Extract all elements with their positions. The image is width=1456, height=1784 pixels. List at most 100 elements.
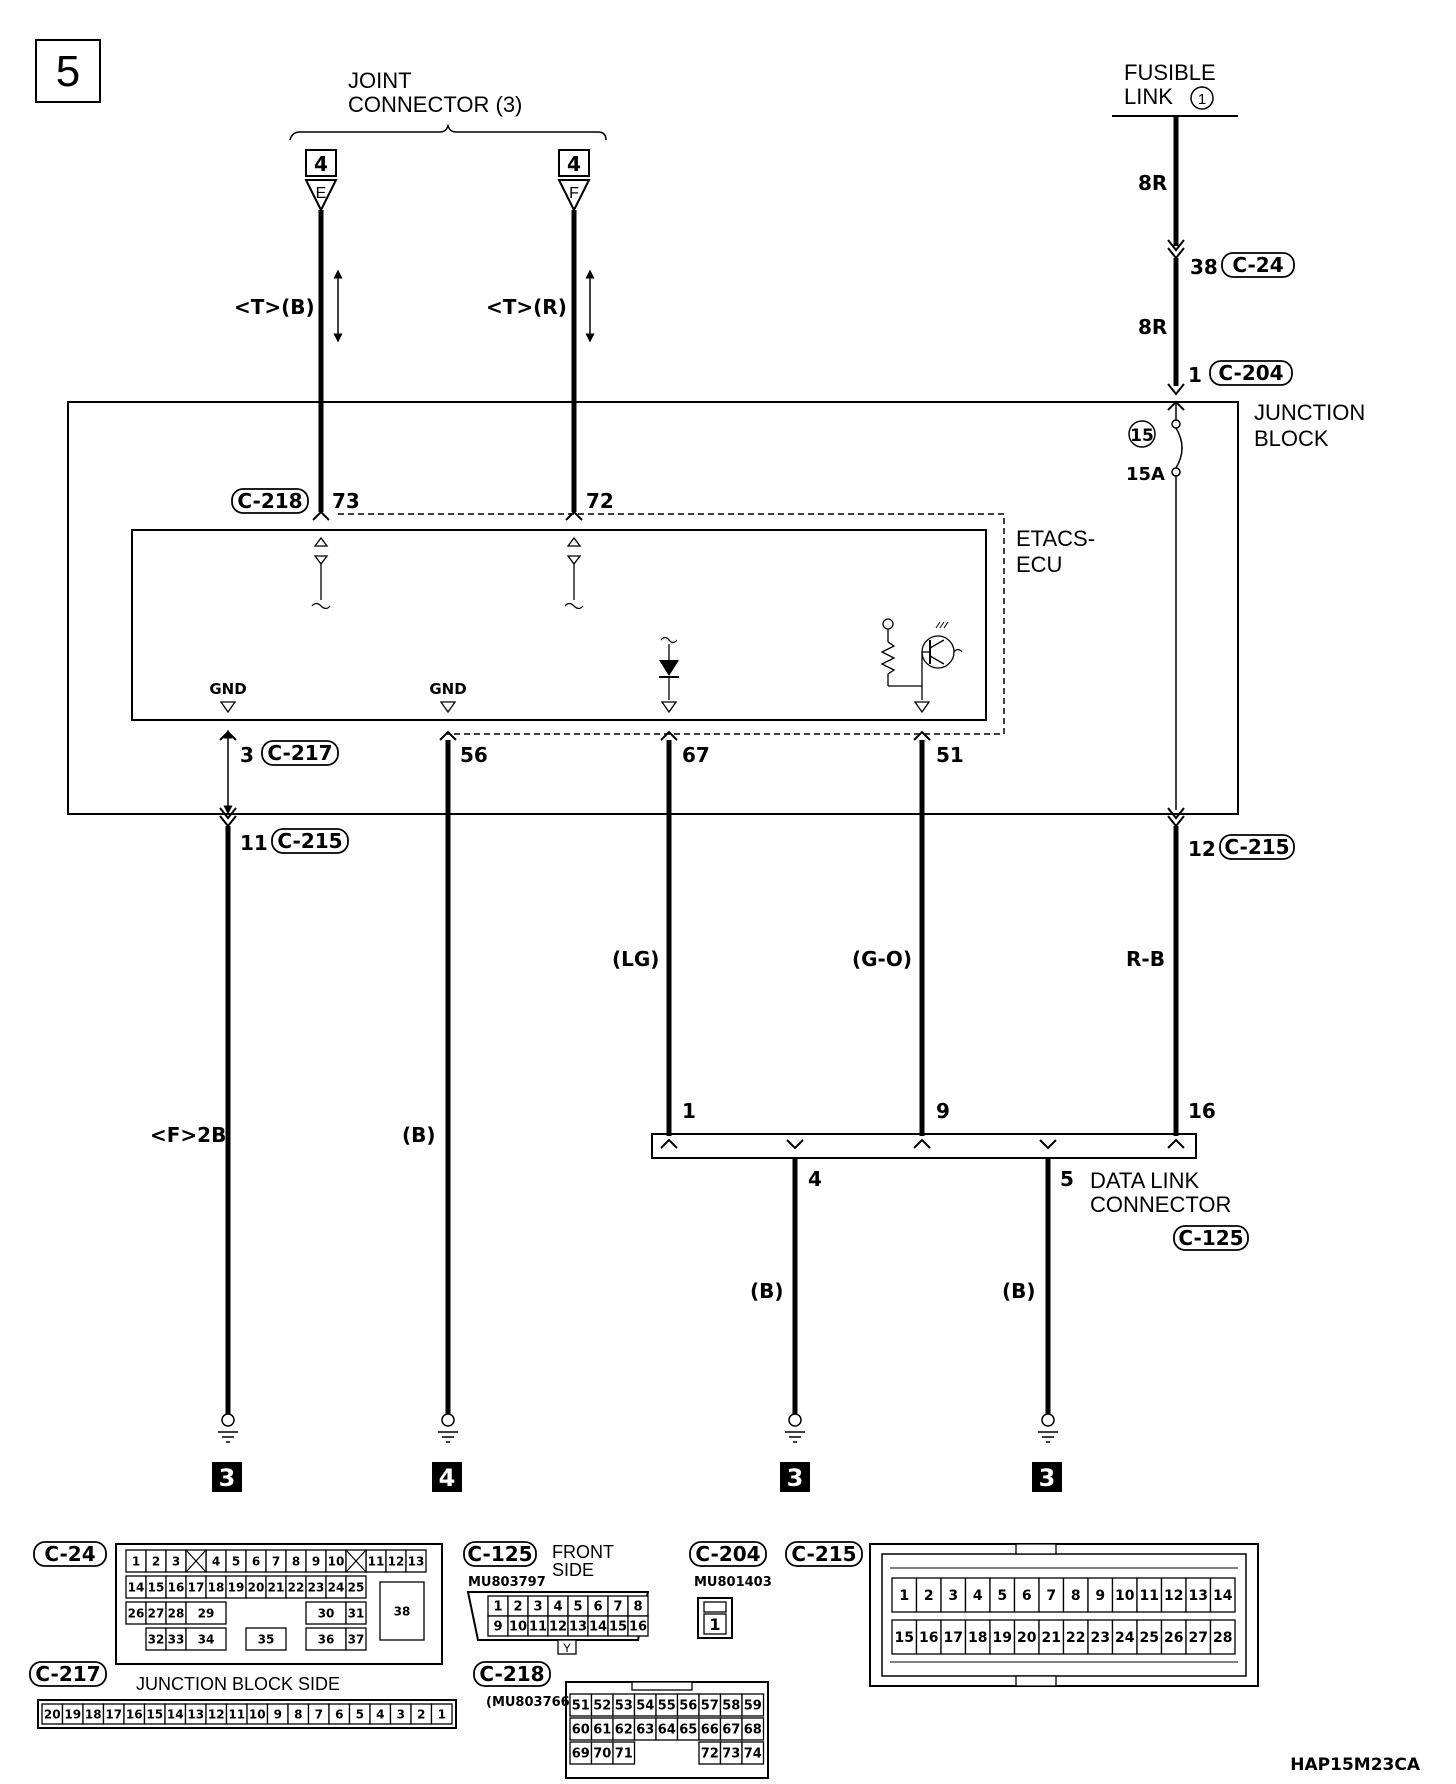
pin-number: 11 xyxy=(529,1620,547,1635)
pin-number: 14 xyxy=(167,1707,184,1721)
pin-number: 52 xyxy=(593,1699,611,1714)
gnd-label-left: GND xyxy=(209,680,246,698)
ground-4: 3 xyxy=(1032,1413,1062,1492)
wire-label-b-56: (B) xyxy=(402,1123,436,1147)
pin-number: 19 xyxy=(993,1630,1012,1646)
ecu-comm-symbol-left xyxy=(311,536,331,610)
connector-tag-c125 xyxy=(1173,1225,1249,1251)
page-number: 5 xyxy=(56,47,80,96)
etacs-ecu-label-2: ECU xyxy=(1016,552,1062,577)
gnd-label-right: GND xyxy=(429,680,466,698)
pin-72-terminal xyxy=(565,510,583,521)
pin-number: 28 xyxy=(1213,1630,1232,1646)
pin-number: 18 xyxy=(85,1707,102,1721)
pin-number: 58 xyxy=(722,1699,740,1714)
pin-number: 7 xyxy=(315,1707,323,1721)
pin-number: 20 xyxy=(44,1707,61,1721)
junction-block-side-label: JUNCTION BLOCK SIDE xyxy=(136,1674,340,1694)
pin-51: 51 xyxy=(936,743,964,767)
transistor-icon xyxy=(880,618,963,714)
pin-51-terminal xyxy=(913,730,931,741)
pin-number: 54 xyxy=(636,1699,654,1714)
pin-number: 4 xyxy=(376,1707,384,1721)
svg-text:C-125: C-125 xyxy=(1178,1226,1243,1250)
connector-c204-symbol xyxy=(1167,383,1185,396)
pin-number: 2 xyxy=(924,1588,934,1604)
connector-tag-c125-view xyxy=(463,1541,537,1567)
svg-text:E: E xyxy=(316,185,327,202)
pin-3: 3 xyxy=(240,743,254,767)
dlc-pin-4-terminal xyxy=(786,1139,804,1150)
pin-number: 9 xyxy=(1095,1588,1105,1604)
pin-number: 2 xyxy=(513,1600,522,1615)
etacs-ecu-box xyxy=(131,529,987,721)
ground-3: 3 xyxy=(780,1413,810,1492)
svg-text:C-218: C-218 xyxy=(479,1662,544,1686)
pin-number: 61 xyxy=(593,1723,611,1738)
svg-text:F: F xyxy=(569,185,579,202)
pin-number: 33 xyxy=(168,1632,185,1646)
pin-11: 11 xyxy=(240,831,268,855)
pin-number: 3 xyxy=(533,1600,542,1615)
pin-number: 73 xyxy=(722,1747,740,1762)
connector-tag-c204 xyxy=(1209,360,1293,386)
data-link-connector-box xyxy=(651,1133,1197,1159)
svg-text:C-204: C-204 xyxy=(1218,361,1283,385)
fusible-link-label-2: LINK xyxy=(1124,84,1173,109)
pin-number: 17 xyxy=(105,1707,122,1721)
pin-number: 67 xyxy=(722,1723,740,1738)
pin-number: 15 xyxy=(148,1580,165,1594)
connector-c215-symbol-right xyxy=(1167,807,1185,828)
pin-number: 55 xyxy=(658,1699,676,1714)
pin-number: 13 xyxy=(408,1554,425,1568)
diode-icon xyxy=(659,636,679,714)
pin-number: 14 xyxy=(589,1620,607,1635)
connector-tag-c24-view xyxy=(33,1541,107,1567)
wire-label-f-2b: <F>2B xyxy=(150,1123,226,1147)
pin-number: 7 xyxy=(613,1600,622,1615)
pin-number: 2 xyxy=(152,1554,160,1568)
front-side-label: FRONT xyxy=(552,1542,614,1562)
pin-number: 6 xyxy=(252,1554,260,1568)
pin-number: 23 xyxy=(1091,1630,1110,1646)
pin-73-terminal xyxy=(312,510,330,521)
pin-number: 1 xyxy=(132,1554,140,1568)
pin-number: 5 xyxy=(997,1588,1007,1604)
wire-label-t-b: <T>(B) xyxy=(234,295,315,319)
c125-color-tag xyxy=(557,1639,577,1655)
svg-text:C-24: C-24 xyxy=(44,1542,95,1566)
pin-number: 26 xyxy=(128,1606,145,1620)
pin-number: 19 xyxy=(228,1580,245,1594)
dlc-pin-1: 1 xyxy=(682,1099,696,1123)
pin-number: 70 xyxy=(593,1747,611,1762)
pin-number: 4 xyxy=(973,1588,983,1604)
pin-number: 11 xyxy=(368,1554,385,1568)
pin-number: 34 xyxy=(198,1632,215,1646)
front-side-label-2: SIDE xyxy=(552,1560,594,1580)
pin-number: 10 xyxy=(249,1707,266,1721)
pin-number: 8 xyxy=(633,1600,642,1615)
pin-number: 3 xyxy=(172,1554,180,1568)
pin-number: 2 xyxy=(417,1707,425,1721)
pin-number: 16 xyxy=(629,1620,647,1635)
svg-text:C-215: C-215 xyxy=(277,829,342,853)
c24-connector-view xyxy=(115,1543,443,1665)
pin-number: 7 xyxy=(272,1554,280,1568)
pin-number: 6 xyxy=(1022,1588,1032,1604)
joint-connector-bracket xyxy=(289,123,607,141)
pin-number: 13 xyxy=(569,1620,587,1635)
pin-number: 3 xyxy=(948,1588,958,1604)
pin-number: 32 xyxy=(148,1632,165,1646)
connector-tag-c217-view xyxy=(29,1661,107,1687)
pin-number: 25 xyxy=(1140,1630,1159,1646)
pin-number: 12 xyxy=(549,1620,567,1635)
svg-text:1: 1 xyxy=(1198,91,1206,108)
pin-number: 25 xyxy=(348,1580,365,1594)
gnd-symbol-right xyxy=(439,701,457,714)
pin-number: 74 xyxy=(744,1747,762,1762)
pin-number: 27 xyxy=(1189,1630,1208,1646)
connector-c215-symbol-left xyxy=(219,807,237,828)
pin-12: 12 xyxy=(1188,837,1216,861)
